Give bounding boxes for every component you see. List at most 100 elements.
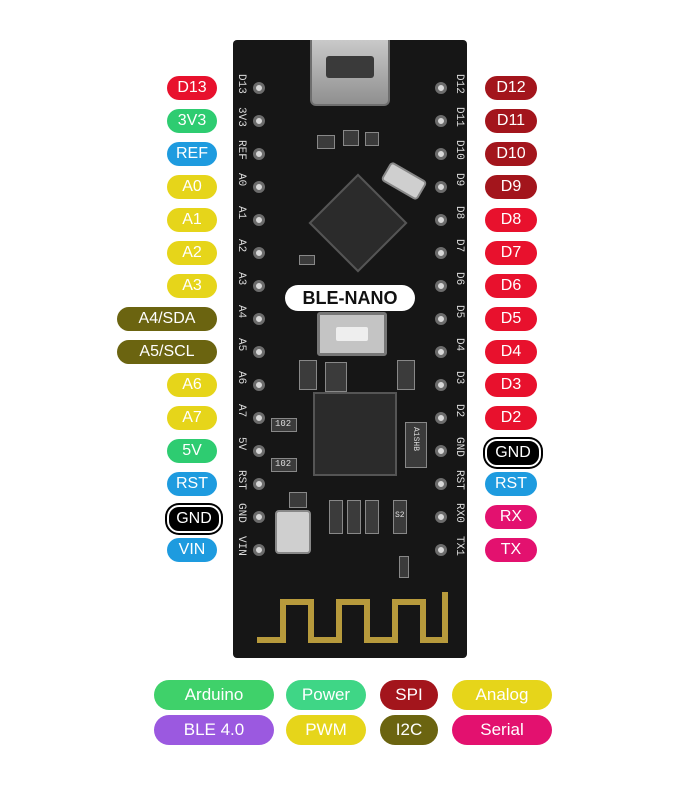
crystal-top xyxy=(380,160,428,202)
pin-label-left: D13 xyxy=(167,76,217,100)
pin-label-right: RX xyxy=(485,505,537,529)
silkscreen-left: A0 xyxy=(235,173,247,187)
inductor-s2: S2 xyxy=(393,500,407,534)
pin-label-left: 3V3 xyxy=(167,109,217,133)
header-pin-right xyxy=(435,478,447,490)
legend-analog: Analog xyxy=(452,680,552,710)
silkscreen-right: D3 xyxy=(453,371,465,385)
legend-ble: BLE 4.0 xyxy=(154,715,274,745)
header-pin-left xyxy=(253,478,265,490)
legend-serial: Serial xyxy=(452,715,552,745)
pin-label-right: D12 xyxy=(485,76,537,100)
silkscreen-right: TX1 xyxy=(453,536,465,556)
silkscreen-left: A7 xyxy=(235,404,247,418)
pin-label-right: TX xyxy=(485,538,537,562)
header-pin-left xyxy=(253,445,265,457)
smd-component xyxy=(289,492,307,508)
header-pin-right xyxy=(435,181,447,193)
smd-component xyxy=(343,130,359,146)
pin-label-left: A0 xyxy=(167,175,217,199)
pin-label-left: REF xyxy=(167,142,217,166)
reset-button[interactable] xyxy=(317,312,387,356)
silkscreen-right: RX0 xyxy=(453,503,465,523)
silkscreen-right: D5 xyxy=(453,305,465,319)
header-pin-left xyxy=(253,115,265,127)
smd-component xyxy=(397,360,415,390)
legend-pwm: PWM xyxy=(286,715,366,745)
header-pin-left xyxy=(253,313,265,325)
header-pin-left xyxy=(253,148,265,160)
pin-label-right: D4 xyxy=(485,340,537,364)
silkscreen-right: D12 xyxy=(453,74,465,94)
header-pin-right xyxy=(435,544,447,556)
header-pin-right xyxy=(435,148,447,160)
chip-marking: S2 xyxy=(395,511,405,520)
smd-component xyxy=(299,255,315,265)
smd-component xyxy=(365,132,379,146)
silkscreen-left: D13 xyxy=(235,74,247,94)
silkscreen-left: GND xyxy=(235,503,247,523)
header-pin-right xyxy=(435,445,447,457)
pin-label-left: A6 xyxy=(167,373,217,397)
silkscreen-right: GND xyxy=(453,437,465,457)
micro-usb-port xyxy=(310,40,390,106)
silkscreen-right: D7 xyxy=(453,239,465,253)
crystal-bottom xyxy=(275,510,311,554)
header-pin-left xyxy=(253,247,265,259)
smd-component xyxy=(325,362,347,392)
pin-label-left: A3 xyxy=(167,274,217,298)
silkscreen-left: A3 xyxy=(235,272,247,286)
header-pin-left xyxy=(253,412,265,424)
header-pin-right xyxy=(435,346,447,358)
header-pin-right xyxy=(435,313,447,325)
pin-label-left: A7 xyxy=(167,406,217,430)
silkscreen-left: REF xyxy=(235,140,247,160)
pin-label-right: D5 xyxy=(485,307,537,331)
pin-label-right: D7 xyxy=(485,241,537,265)
pin-label-right: D9 xyxy=(485,175,537,199)
silkscreen-left: A2 xyxy=(235,239,247,253)
pin-label-left: A1 xyxy=(167,208,217,232)
header-pin-right xyxy=(435,511,447,523)
header-pin-left xyxy=(253,379,265,391)
smd-component xyxy=(329,500,343,534)
ble-chip xyxy=(313,392,397,476)
silkscreen-left: 5V xyxy=(235,437,247,451)
header-pin-right xyxy=(435,247,447,259)
pin-label-right: RST xyxy=(485,472,537,496)
smd-component xyxy=(365,500,379,534)
legend-spi: SPI xyxy=(380,680,438,710)
legend-arduino: Arduino xyxy=(154,680,274,710)
silkscreen-right: RST xyxy=(453,470,465,490)
pin-label-left: VIN xyxy=(167,538,217,562)
brand-label: BLE-NANO xyxy=(285,285,415,311)
header-pin-right xyxy=(435,412,447,424)
pcb-antenna xyxy=(257,592,448,643)
pin-label-left: A4/SDA xyxy=(117,307,217,331)
smd-component xyxy=(399,556,409,578)
header-pin-left xyxy=(253,544,265,556)
silkscreen-right: D11 xyxy=(453,107,465,127)
silkscreen-right: D8 xyxy=(453,206,465,220)
capacitor-102-b: 102 xyxy=(271,458,297,472)
smd-component xyxy=(299,360,317,390)
silkscreen-left: A5 xyxy=(235,338,247,352)
header-pin-left xyxy=(253,214,265,226)
pin-label-right: D6 xyxy=(485,274,537,298)
header-pin-left xyxy=(253,346,265,358)
silkscreen-right: D4 xyxy=(453,338,465,352)
silkscreen-left: A4 xyxy=(235,305,247,319)
microcontroller-chip xyxy=(308,173,408,273)
header-pin-right xyxy=(435,82,447,94)
pin-label-left: 5V xyxy=(167,439,217,463)
capacitor-102-a: 102 xyxy=(271,418,297,432)
silkscreen-right: D2 xyxy=(453,404,465,418)
chip-marking: 102 xyxy=(275,459,292,469)
header-pin-right xyxy=(435,379,447,391)
header-pin-right xyxy=(435,115,447,127)
silkscreen-left: A6 xyxy=(235,371,247,385)
silkscreen-right: D9 xyxy=(453,173,465,187)
silkscreen-right: D6 xyxy=(453,272,465,286)
pin-label-right: D2 xyxy=(485,406,537,430)
